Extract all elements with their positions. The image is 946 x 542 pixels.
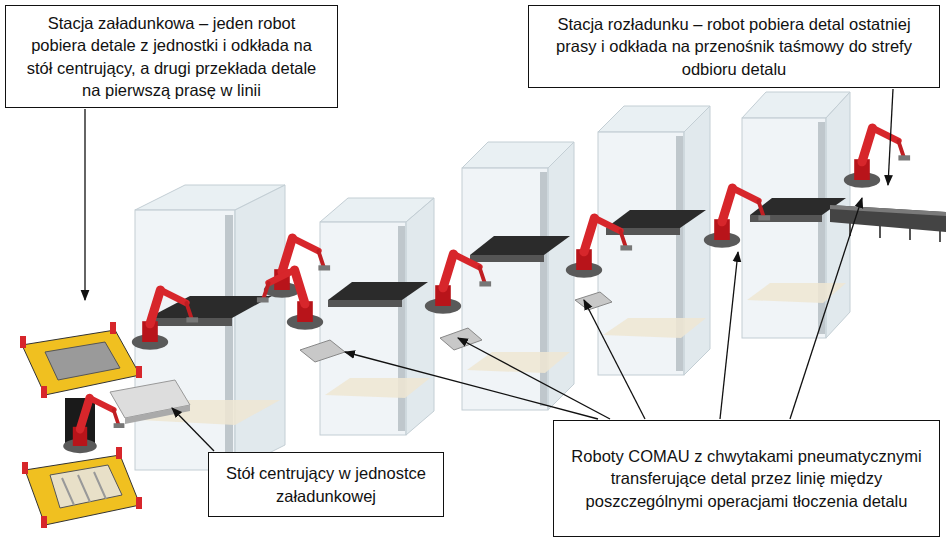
robot: [257, 270, 323, 330]
leader-arrow: [790, 198, 862, 419]
part-pallet: [300, 340, 345, 362]
press: [225, 215, 233, 465]
press: [462, 168, 548, 410]
press: [603, 318, 706, 338]
loading-station: [110, 322, 116, 334]
robot: [566, 218, 632, 278]
callout-box: Roboty COMAU z chwytakami pneumatycznymi…: [553, 420, 940, 537]
leader-arrow: [720, 252, 738, 419]
leader-arrow: [458, 338, 610, 419]
belt-conveyor: [830, 205, 946, 242]
robot: [425, 254, 491, 314]
press: [598, 132, 684, 375]
loading-station: [136, 497, 142, 509]
press: [235, 185, 285, 470]
robot: [844, 128, 910, 188]
press: [398, 226, 405, 431]
press: [320, 198, 434, 435]
press: [548, 142, 574, 410]
loading-station: [41, 516, 47, 528]
press: [470, 236, 570, 255]
leader-arrow: [584, 300, 645, 419]
robot: [132, 290, 198, 350]
callout-box: Stacja załadunkowa – jeden robot pobiera…: [5, 5, 338, 108]
loading-station: [25, 455, 140, 525]
leader-arrow: [84, 109, 85, 300]
loading-station: [136, 366, 142, 378]
loading-station: [22, 462, 28, 474]
belt-conveyor: [830, 205, 946, 216]
robot: [63, 398, 124, 453]
leader-arrow: [888, 89, 893, 185]
loading-station: [20, 322, 190, 528]
robot: [63, 128, 910, 453]
callout-box: Stół centrujący w jednostce załadunkowej: [208, 452, 444, 517]
press: [406, 198, 434, 435]
loading-station: [45, 342, 120, 380]
loading-station: [125, 405, 190, 424]
belt-conveyor: [830, 205, 946, 232]
leader-arrow: [172, 408, 214, 451]
press: [320, 222, 406, 435]
callout-text: Stół centrujący w jednostce załadunkowej: [223, 462, 429, 507]
loading-station: [20, 336, 26, 348]
loading-station: [50, 465, 122, 508]
press: [328, 282, 428, 300]
callout-text: Roboty COMAU z chwytakami pneumatycznymi…: [568, 445, 925, 512]
callout-text: Stacja rozładunku – robot pobiera detal …: [543, 13, 925, 80]
leader-arrow: [85, 89, 893, 451]
press: [470, 255, 544, 262]
loading-station: [41, 386, 47, 398]
robot: [704, 188, 770, 248]
loading-station: [62, 472, 106, 505]
part-pallet: [575, 292, 612, 310]
leader-arrow: [345, 352, 598, 419]
press: [328, 300, 402, 307]
press: [742, 118, 826, 338]
press: [598, 106, 710, 375]
loading-station: [22, 330, 140, 395]
loading-station: [116, 447, 122, 459]
callout-box: Stacja rozładunku – robot pobiera detal …: [528, 5, 940, 88]
callout-text: Stacja załadunkowa – jeden robot pobiera…: [20, 12, 323, 101]
press: [325, 378, 430, 398]
press: [606, 210, 706, 228]
press: [148, 296, 272, 318]
